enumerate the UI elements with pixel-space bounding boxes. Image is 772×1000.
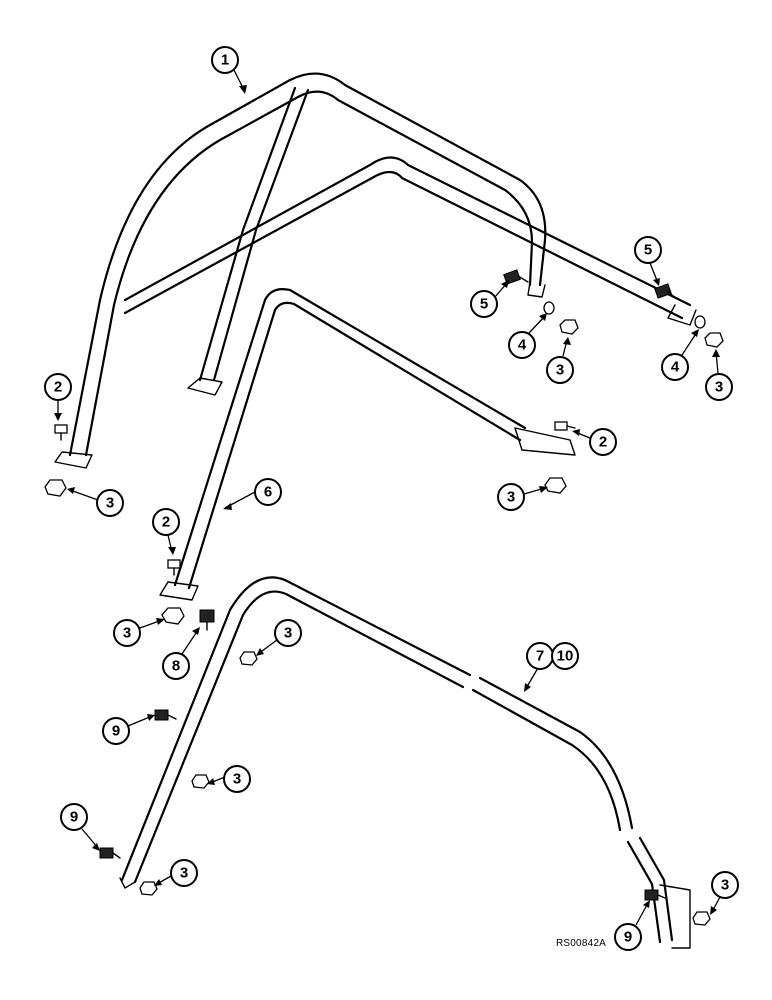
svg-text:10: 10 — [557, 648, 574, 665]
svg-text:9: 9 — [624, 929, 632, 946]
svg-text:3: 3 — [123, 625, 131, 642]
nut-3-left — [44, 479, 67, 497]
callout-6: 6 — [254, 478, 282, 506]
svg-text:2: 2 — [162, 514, 170, 531]
callout-3b: 3 — [546, 337, 574, 384]
callout-4a: 4 — [508, 313, 547, 359]
callout-2a: 2 — [44, 373, 72, 421]
callout-3h: 3 — [154, 859, 198, 887]
nut-3-top-mid — [559, 319, 579, 335]
callout-3e: 3 — [113, 618, 165, 647]
svg-text:4: 4 — [518, 337, 527, 354]
hardware — [44, 269, 724, 926]
bolt-2b — [554, 421, 576, 431]
nut-3-top-right — [704, 332, 724, 348]
frame-part-1 — [54, 67, 697, 469]
bolt-9a — [154, 709, 177, 721]
nut-3-lower-c — [139, 881, 158, 896]
callout-5b: 5 — [634, 236, 662, 286]
washer-4a — [543, 301, 555, 315]
nut-3-mid-left — [161, 607, 185, 625]
callout-8: 8 — [162, 627, 200, 680]
nut-3-lower-a — [239, 651, 258, 666]
nut-3-lower-b — [191, 774, 210, 789]
svg-text:3: 3 — [556, 362, 564, 379]
svg-text:9: 9 — [112, 723, 120, 740]
nut-3-lower-d — [692, 911, 711, 926]
nut-3-mid-right — [544, 477, 567, 494]
svg-text:5: 5 — [644, 242, 652, 259]
svg-text:7: 7 — [536, 648, 544, 665]
callout-3g: 3 — [207, 765, 251, 793]
bolt-5a — [503, 269, 529, 285]
callout-5a: 5 — [470, 280, 509, 318]
callout-2c: 2 — [152, 508, 180, 555]
bolt-9c — [644, 889, 666, 901]
svg-text:5: 5 — [480, 296, 488, 313]
svg-text:3: 3 — [180, 865, 188, 882]
washer-4b — [694, 315, 706, 329]
figure-reference-code: RS00842A — [556, 938, 606, 949]
svg-text:2: 2 — [599, 434, 607, 451]
callout-10: 10 — [551, 642, 579, 670]
svg-text:3: 3 — [106, 495, 114, 512]
svg-text:3: 3 — [284, 625, 292, 642]
frame-part-7 — [119, 576, 691, 949]
callout-1: 1 — [211, 46, 239, 74]
callout-3c: 3 — [705, 349, 733, 401]
svg-text:8: 8 — [172, 658, 180, 675]
callout-2b: 2 — [572, 428, 617, 456]
callout-3f: 3 — [256, 619, 302, 656]
callout-9c: 9 — [614, 900, 650, 951]
bolt-2a — [54, 424, 68, 441]
callout-4b: 4 — [661, 329, 699, 381]
bolt-5b — [654, 283, 677, 299]
bolt-9b — [99, 847, 121, 859]
callout-3a: 3 — [67, 487, 124, 517]
svg-text:3: 3 — [507, 489, 515, 506]
svg-text:6: 6 — [264, 484, 272, 501]
svg-text:3: 3 — [715, 379, 723, 396]
callout-9b: 9 — [60, 803, 100, 851]
bolt-8 — [199, 609, 215, 631]
callout-3i: 3 — [710, 871, 739, 915]
frame-part-6 — [159, 288, 576, 601]
callout-3d: 3 — [497, 483, 548, 511]
svg-text:2: 2 — [54, 379, 62, 396]
svg-text:9: 9 — [70, 809, 78, 826]
svg-text:3: 3 — [721, 877, 729, 894]
callout-7: 7 — [526, 642, 554, 670]
callout-9a: 9 — [102, 714, 155, 745]
bolt-2c — [167, 559, 181, 576]
svg-text:4: 4 — [671, 359, 680, 376]
svg-text:1: 1 — [221, 52, 229, 69]
svg-text:3: 3 — [233, 771, 241, 788]
